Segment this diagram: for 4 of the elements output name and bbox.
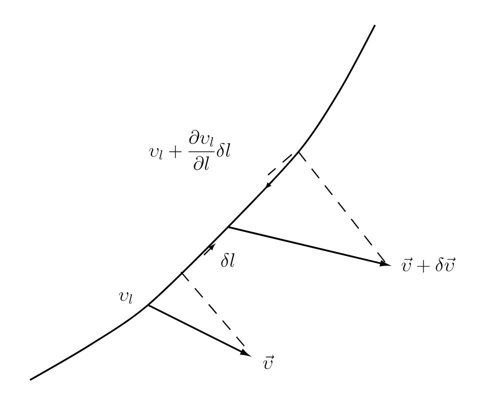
math-label: $\upsilon_l$ bbox=[119, 292, 132, 304]
math-label: $\upsilon_l+\dfrac{\partial \upsilon_l}{\partial l}\delta l$ bbox=[149, 130, 230, 170]
math-label: $\vec{\upsilon}$ bbox=[263, 355, 274, 370]
math-label: $\vec{\upsilon}+\delta\vec{\upsilon}$ bbox=[402, 257, 456, 273]
